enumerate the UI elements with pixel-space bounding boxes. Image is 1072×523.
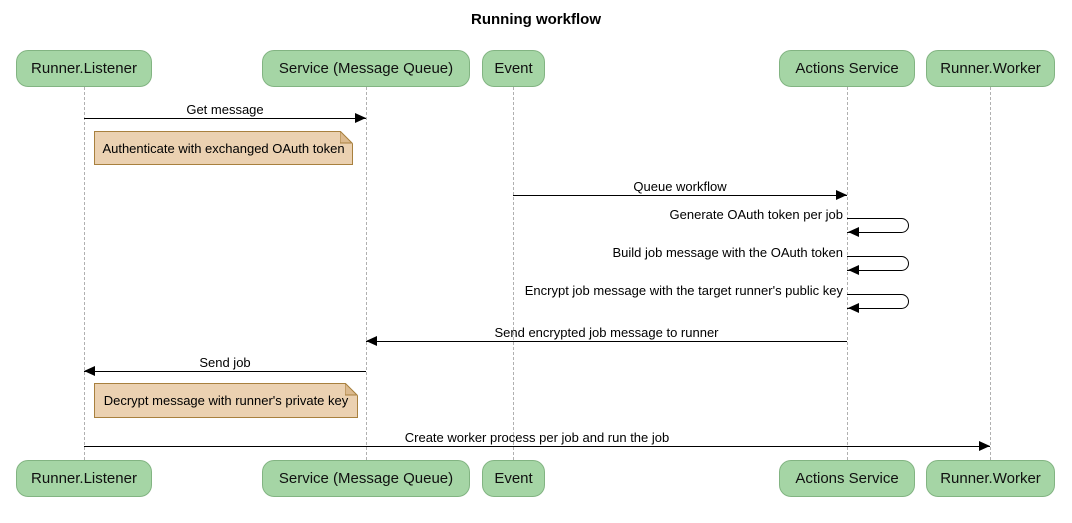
actor-label: Runner.Listener	[31, 470, 137, 487]
note-decrypt-message: Decrypt message with runner's private ke…	[94, 383, 358, 418]
arrowhead-left-icon	[84, 366, 95, 376]
message-label: Send encrypted job message to runner	[494, 325, 719, 340]
arrowhead-left-icon	[848, 227, 859, 237]
note-fold-icon	[340, 131, 353, 144]
self-loop-arrow	[847, 256, 909, 271]
actor-top-runner-worker: Runner.Worker	[926, 50, 1055, 87]
message-label: Create worker process per job and run th…	[404, 430, 670, 445]
actor-bottom-actions-service: Actions Service	[779, 460, 915, 497]
actor-label: Service (Message Queue)	[278, 470, 454, 487]
actor-label: Service (Message Queue)	[278, 60, 454, 77]
arrowhead-right-icon	[836, 190, 847, 200]
arrowhead-right-icon	[979, 441, 990, 451]
actor-bottom-runner-worker: Runner.Worker	[926, 460, 1055, 497]
lifeline-runner-worker	[990, 87, 991, 460]
self-loop-arrow	[847, 218, 909, 233]
arrowhead-right-icon	[355, 113, 366, 123]
actor-top-event: Event	[482, 50, 545, 87]
actor-label: Event	[494, 470, 533, 487]
diagram-title: Running workflow	[471, 11, 601, 28]
message-line	[513, 195, 847, 196]
lifeline-service-message-queue	[366, 87, 367, 460]
note-label: Authenticate with exchanged OAuth token	[102, 140, 345, 156]
actor-top-actions-service: Actions Service	[779, 50, 915, 87]
message-line	[84, 446, 990, 447]
message-line	[366, 341, 847, 342]
arrowhead-left-icon	[848, 303, 859, 313]
actor-label: Runner.Listener	[31, 60, 137, 77]
actor-label: Runner.Worker	[940, 60, 1041, 77]
actor-bottom-runner-listener: Runner.Listener	[16, 460, 152, 497]
message-line	[84, 118, 366, 119]
lifeline-event	[513, 87, 514, 460]
message-label: Queue workflow	[633, 179, 727, 194]
actor-label: Runner.Worker	[940, 470, 1041, 487]
note-authenticate-oauth: Authenticate with exchanged OAuth token	[94, 131, 353, 165]
note-fold-icon	[345, 383, 358, 396]
self-loop-arrow	[847, 294, 909, 309]
arrowhead-left-icon	[848, 265, 859, 275]
message-line	[84, 371, 366, 372]
message-label: Build job message with the OAuth token	[612, 245, 843, 260]
actor-top-runner-listener: Runner.Listener	[16, 50, 152, 87]
actor-bottom-service-message-queue: Service (Message Queue)	[262, 460, 470, 497]
message-label: Get message	[186, 102, 264, 117]
actor-bottom-event: Event	[482, 460, 545, 497]
actor-label: Actions Service	[795, 60, 899, 77]
lifeline-actions-service	[847, 87, 848, 460]
note-label: Decrypt message with runner's private ke…	[103, 393, 349, 408]
message-label: Send job	[199, 355, 251, 370]
actor-top-service-message-queue: Service (Message Queue)	[262, 50, 470, 87]
actor-label: Event	[494, 60, 533, 77]
lifeline-runner-listener	[84, 87, 85, 460]
message-label: Encrypt job message with the target runn…	[524, 283, 843, 298]
actor-label: Actions Service	[795, 470, 899, 487]
arrowhead-left-icon	[366, 336, 377, 346]
message-label: Generate OAuth token per job	[669, 207, 843, 222]
